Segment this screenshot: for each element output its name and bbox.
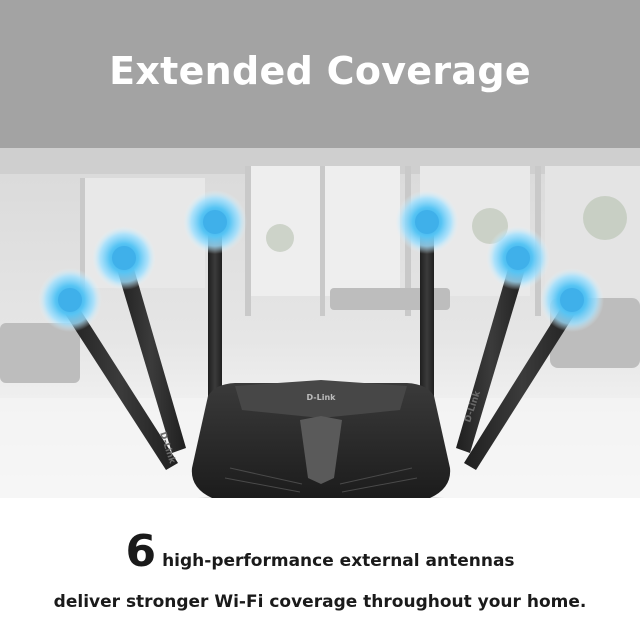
antenna-left-outer	[38, 268, 178, 470]
router-body: D-Link	[191, 380, 451, 498]
antenna-right-inner	[395, 190, 459, 398]
product-photo: D-Link D-Link	[0, 148, 640, 498]
antenna-right-outer	[464, 268, 604, 470]
antenna-left-inner	[183, 190, 247, 398]
caption-line-1: 6 high-performance external antennas	[0, 530, 640, 578]
caption: 6 high-performance external antennas del…	[0, 530, 640, 613]
header-band: Extended Coverage	[0, 0, 640, 148]
antenna-right-middle: D-Link	[456, 226, 550, 453]
antenna-left-middle: D-Link	[92, 226, 186, 466]
caption-text-2: deliver stronger Wi-Fi coverage througho…	[53, 592, 587, 612]
antenna-count: 6	[125, 526, 157, 577]
caption-text-1: high-performance external antennas	[162, 551, 515, 571]
router-brand-text: D-Link	[307, 393, 337, 402]
page-title: Extended Coverage	[109, 49, 531, 93]
room-background	[0, 148, 640, 498]
